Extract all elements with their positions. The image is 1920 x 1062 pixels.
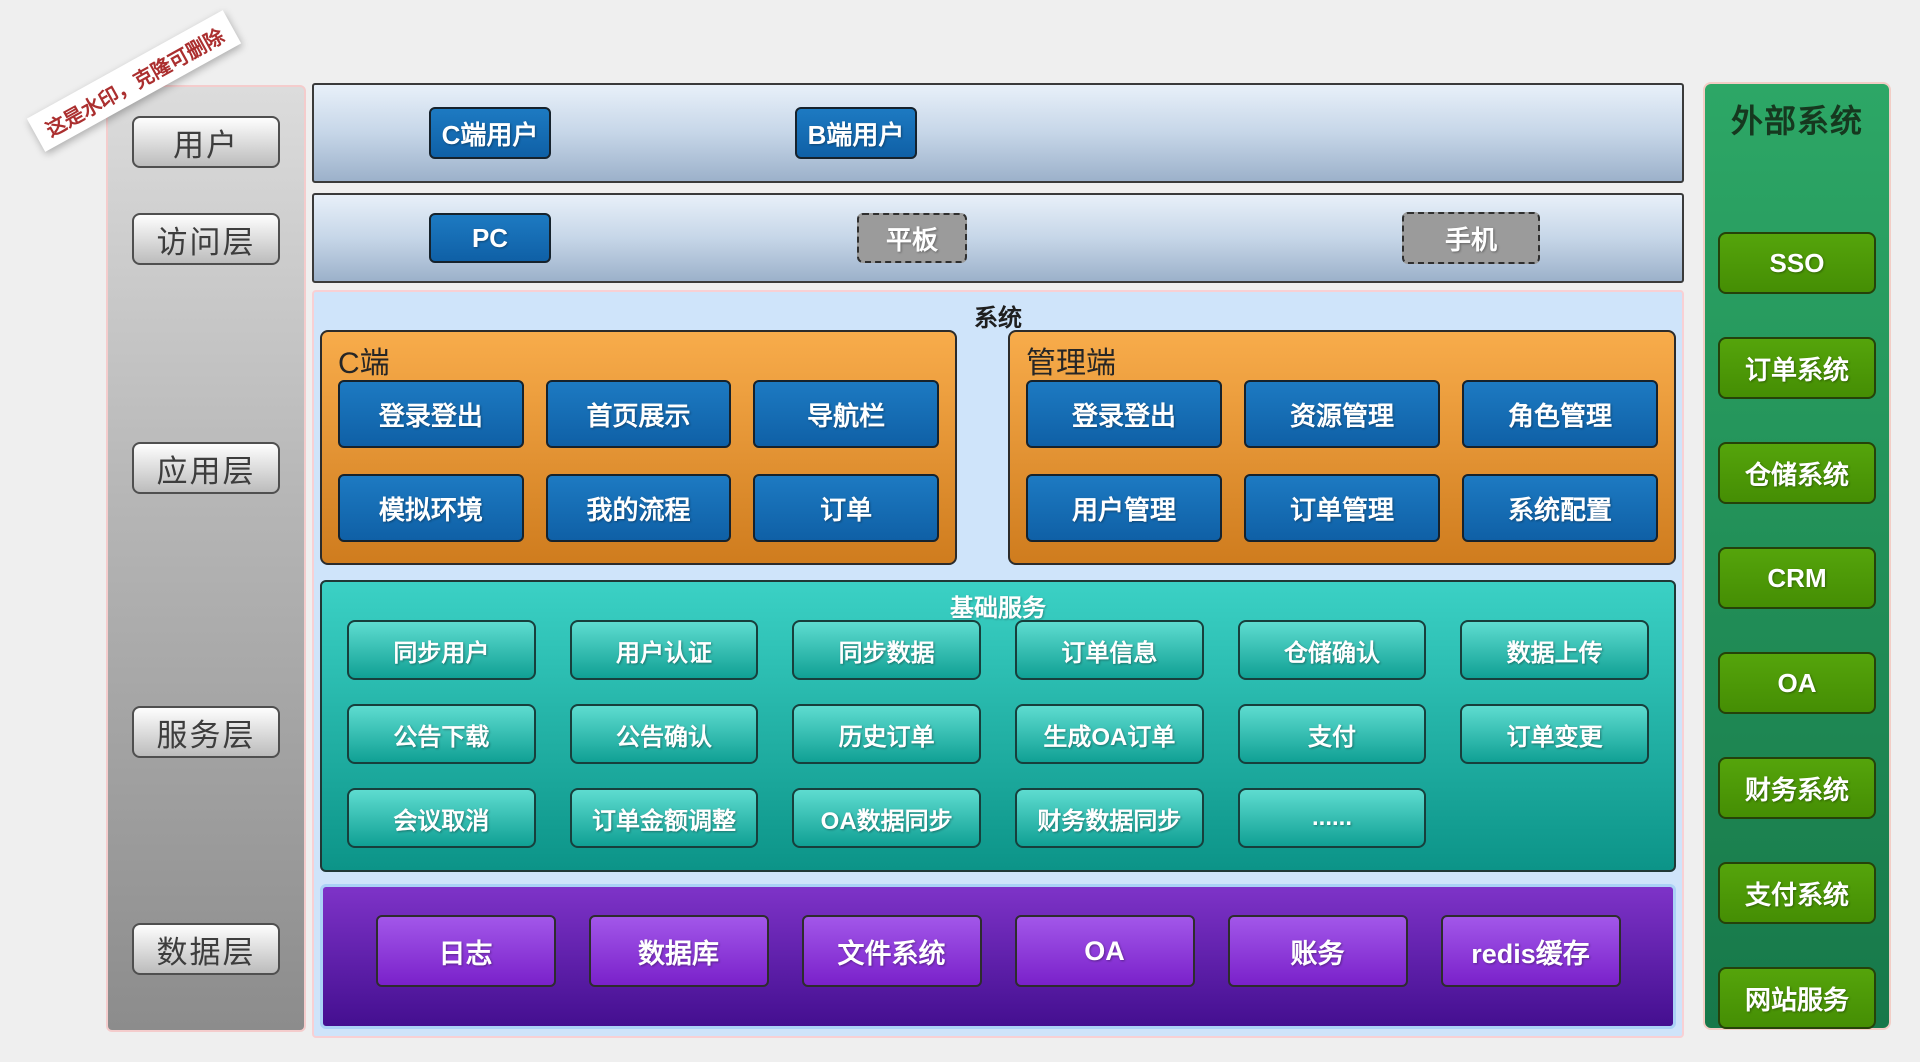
sync-data-node[interactable]: 同步数据 [792,620,981,680]
role-mgmt-node[interactable]: 角色管理 [1462,380,1658,448]
admin-side-box[interactable]: 管理端 登录登出 资源管理 角色管理 用户管理 订单管理 系统配置 [1008,330,1676,565]
order-info-node[interactable]: 订单信息 [1015,620,1204,680]
phone-node[interactable]: 手机 [1402,212,1540,264]
log-node[interactable]: 日志 [375,915,556,987]
sidebar-label-user[interactable]: 用户 [132,116,280,168]
system-box[interactable]: 系统 C端 登录登出 首页展示 导航栏 模拟环境 我的流程 订单 管理端 [312,290,1684,1038]
website-service-node[interactable]: 网站服务 [1718,967,1876,1029]
file-system-node[interactable]: 文件系统 [801,915,982,987]
accounting-node[interactable]: 账务 [1227,915,1408,987]
payment-node[interactable]: 支付 [1237,704,1427,764]
notice-download-node[interactable]: 公告下载 [347,704,536,764]
oa-data-sync-node[interactable]: OA数据同步 [792,788,981,848]
c-side-box[interactable]: C端 登录登出 首页展示 导航栏 模拟环境 我的流程 订单 [320,330,957,565]
redis-cache-node[interactable]: redis缓存 [1440,915,1621,987]
ellipsis-node[interactable]: ...... [1237,788,1427,848]
main-column: C端用户 B端用户 PC 平板 手机 系统 C端 登录登出 首页展示 导航栏 模… [312,83,1684,1038]
database-node[interactable]: 数据库 [588,915,769,987]
system-title: 系统 [974,305,1022,332]
tablet-node[interactable]: 平板 [857,213,967,263]
b-user-node[interactable]: B端用户 [795,107,917,159]
order-change-node[interactable]: 订单变更 [1460,704,1649,764]
finance-system-node[interactable]: 财务系统 [1718,757,1876,819]
admin-side-grid: 登录登出 资源管理 角色管理 用户管理 订单管理 系统配置 [1026,380,1658,542]
user-mgmt-node[interactable]: 用户管理 [1026,474,1222,542]
resource-mgmt-node[interactable]: 资源管理 [1244,380,1440,448]
navbar-node[interactable]: 导航栏 [753,380,939,448]
order-system-node[interactable]: 订单系统 [1718,337,1876,399]
c-side-grid: 登录登出 首页展示 导航栏 模拟环境 我的流程 订单 [338,380,939,542]
oa-system-node[interactable]: OA [1718,652,1876,714]
homepage-node[interactable]: 首页展示 [545,380,732,448]
application-layer-row: C端 登录登出 首页展示 导航栏 模拟环境 我的流程 订单 管理端 登录登出 资… [314,330,1682,565]
history-order-node[interactable]: 历史订单 [792,704,981,764]
sidebar-label-service[interactable]: 服务层 [132,706,280,758]
base-services-title: 基础服务 [950,595,1046,622]
warehouse-system-node[interactable]: 仓储系统 [1718,442,1876,504]
sidebar-label-data[interactable]: 数据层 [132,923,280,975]
base-services-grid: 同步用户 用户认证 同步数据 订单信息 仓储确认 数据上传 公告下载 公告确认 … [347,620,1649,848]
admin-login-logout-node[interactable]: 登录登出 [1026,380,1222,448]
sso-node[interactable]: SSO [1718,232,1876,294]
order-node[interactable]: 订单 [753,474,939,542]
meeting-cancel-node[interactable]: 会议取消 [347,788,536,848]
oa-node[interactable]: OA [1014,915,1195,987]
order-mgmt-node[interactable]: 订单管理 [1244,474,1440,542]
sync-user-node[interactable]: 同步用户 [347,620,536,680]
user-auth-node[interactable]: 用户认证 [569,620,759,680]
create-oa-order-node[interactable]: 生成OA订单 [1015,704,1204,764]
c-side-title: C端 [338,347,390,380]
crm-node[interactable]: CRM [1718,547,1876,609]
external-systems-title: 外部系统 [1730,103,1863,139]
data-layer-box[interactable]: 日志 数据库 文件系统 OA 账务 redis缓存 [320,884,1676,1029]
data-upload-node[interactable]: 数据上传 [1460,620,1649,680]
pc-node[interactable]: PC [429,213,551,263]
sidebar-label-access[interactable]: 访问层 [132,213,280,265]
access-band[interactable]: PC 平板 手机 [312,193,1684,283]
my-flow-node[interactable]: 我的流程 [545,474,732,542]
external-systems-list: SSO 订单系统 仓储系统 CRM OA 财务系统 支付系统 网站服务 [1718,232,1876,1029]
system-config-node[interactable]: 系统配置 [1462,474,1658,542]
c-user-node[interactable]: C端用户 [429,107,551,159]
external-systems-panel[interactable]: 外部系统 SSO 订单系统 仓储系统 CRM OA 财务系统 支付系统 网站服务 [1703,82,1891,1030]
admin-side-title: 管理端 [1026,347,1116,380]
payment-system-node[interactable]: 支付系统 [1718,862,1876,924]
mock-env-node[interactable]: 模拟环境 [338,474,524,542]
order-amount-adjust-node[interactable]: 订单金额调整 [569,788,759,848]
finance-data-sync-node[interactable]: 财务数据同步 [1015,788,1204,848]
sidebar-label-application[interactable]: 应用层 [132,442,280,494]
login-logout-node[interactable]: 登录登出 [338,380,524,448]
warehouse-confirm-node[interactable]: 仓储确认 [1237,620,1427,680]
layer-sidebar[interactable]: 用户 访问层 应用层 服务层 数据层 [106,85,306,1032]
user-band[interactable]: C端用户 B端用户 [312,83,1684,183]
base-services-box[interactable]: 基础服务 同步用户 用户认证 同步数据 订单信息 仓储确认 数据上传 公告下载 … [320,580,1676,872]
notice-confirm-node[interactable]: 公告确认 [569,704,759,764]
